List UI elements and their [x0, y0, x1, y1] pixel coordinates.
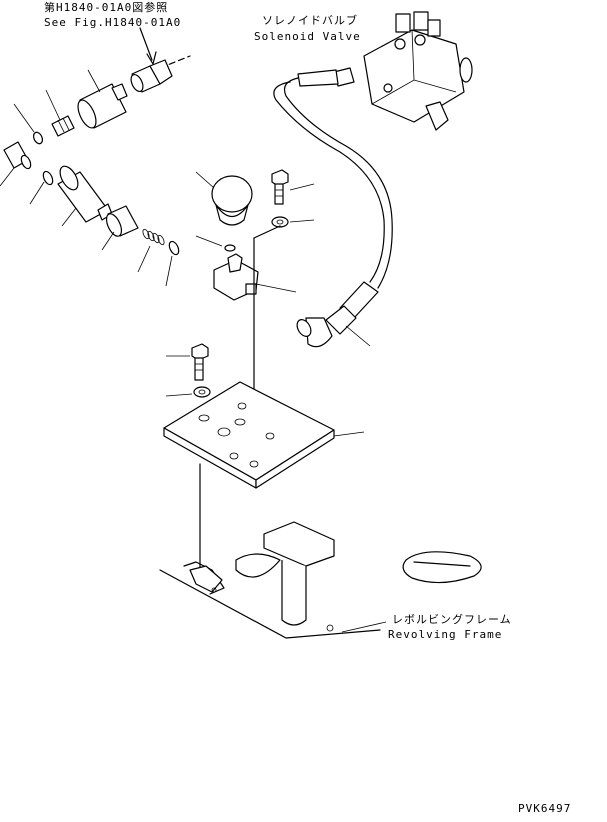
mounting-plate	[163, 381, 365, 489]
washer	[195, 235, 236, 252]
o-ring	[13, 103, 44, 145]
drawing-code: PVK6497	[518, 802, 572, 815]
o-ring	[29, 170, 54, 205]
see-fig-label-en: See Fig.H1840-01A0	[44, 16, 182, 29]
see-fig-label-jp: 第H1840-01A0図参照	[44, 1, 169, 14]
o-ring	[165, 240, 180, 287]
washer	[271, 216, 315, 228]
coupling	[101, 205, 139, 251]
frame-label-en: Revolving Frame	[388, 628, 503, 641]
solenoid-label-jp: ソレノイドバルブ	[262, 14, 358, 27]
spring-rings	[137, 228, 165, 273]
frame-leader	[341, 621, 387, 633]
washer	[165, 386, 211, 398]
solenoid-label-en: Solenoid Valve	[254, 30, 361, 43]
filter-cylinder	[57, 165, 113, 227]
knob	[195, 171, 253, 226]
hose-fitting	[296, 281, 379, 348]
revolving-frame	[159, 521, 482, 639]
nipple	[45, 89, 75, 137]
solenoid-valve	[297, 11, 473, 131]
elbow-fitting	[0, 141, 32, 187]
frame-label-jp: レボルビングフレーム	[392, 613, 512, 626]
adapter	[77, 69, 128, 129]
bolt	[166, 343, 209, 381]
bolt	[271, 169, 315, 205]
hose-end-fitting	[130, 59, 173, 93]
hose	[273, 77, 393, 289]
tee-block	[213, 253, 297, 301]
